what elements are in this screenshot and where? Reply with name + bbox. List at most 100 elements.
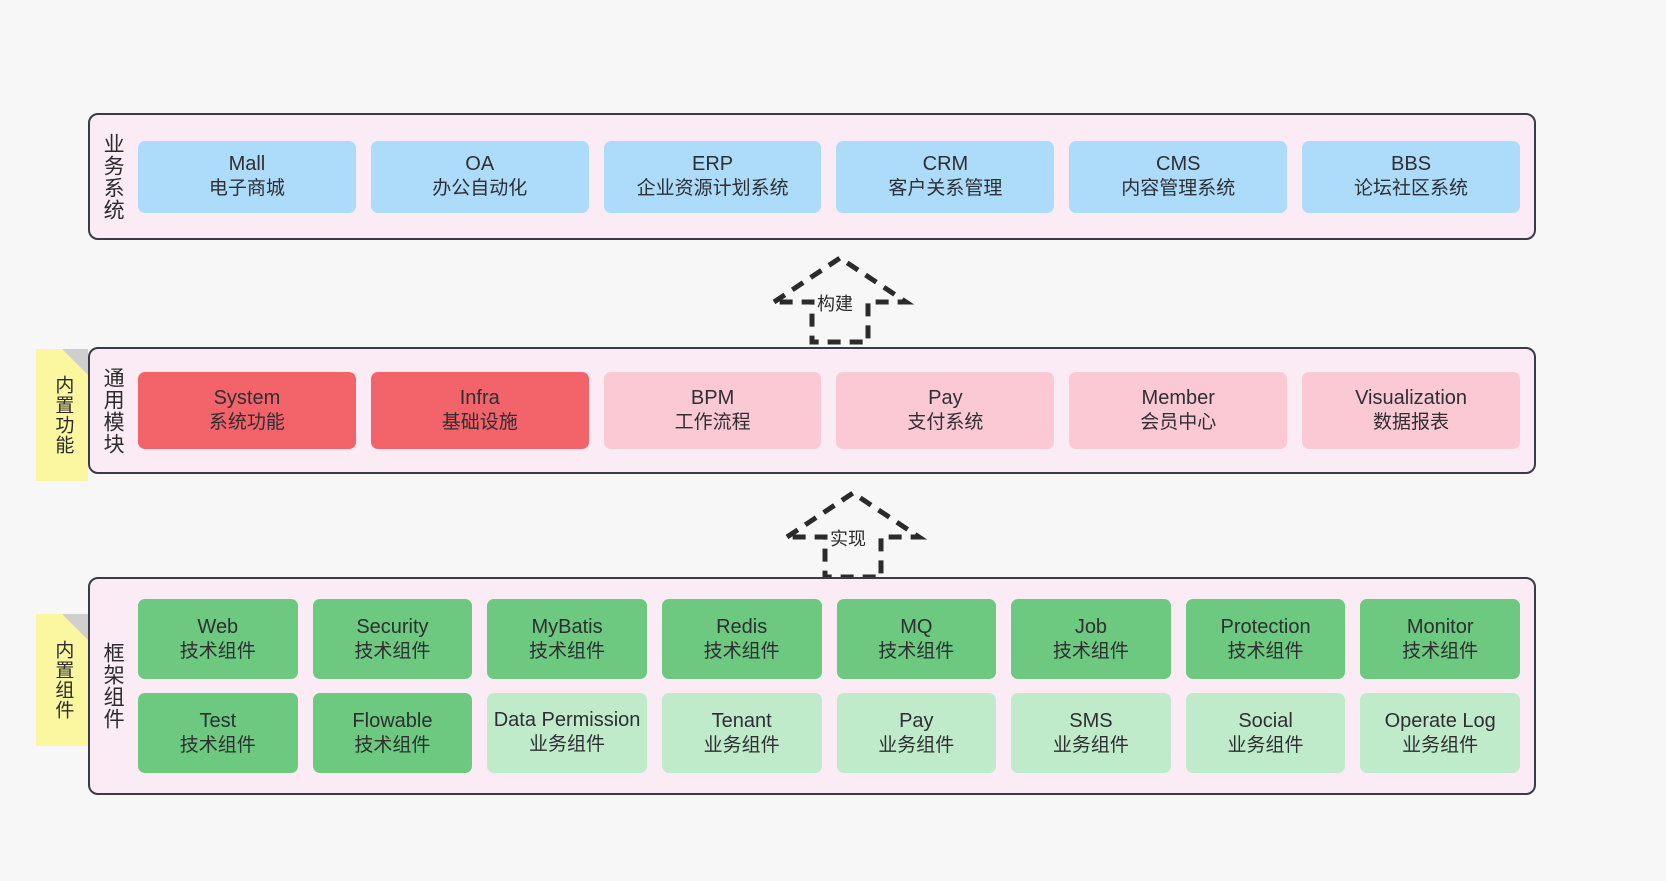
card-monitor[interactable]: Monitor 技术组件	[1360, 599, 1520, 679]
card-security-title: Security	[356, 615, 429, 638]
arrow-build-label: 构建	[817, 294, 853, 314]
business-card-row: Mall 电子商城 OA 办公自动化 ERP 企业资源计划系统 CRM 客户关系…	[138, 140, 1520, 213]
layer-common-modules: 通用模块 System 系统功能 Infra 基础设施 BPM 工作流程 Pay…	[88, 347, 1536, 474]
card-bbs[interactable]: BBS 论坛社区系统	[1302, 140, 1520, 213]
arrow-implement-label: 实现	[830, 529, 866, 549]
sticky-note-builtin-components: 内置组件	[36, 614, 88, 746]
card-crm-subtitle: 客户关系管理	[888, 178, 1003, 200]
card-redis-subtitle: 技术组件	[703, 640, 780, 662]
card-system-subtitle: 系统功能	[208, 412, 285, 434]
card-mq-title: MQ	[900, 615, 933, 638]
card-cms-subtitle: 内容管理系统	[1121, 178, 1236, 200]
layer-common-modules-label: 通用模块	[101, 366, 125, 455]
card-crm-title: CRM	[922, 153, 969, 176]
card-mall-title: Mall	[228, 153, 266, 176]
card-pay-module-title: Pay	[928, 387, 963, 410]
card-mq-subtitle: 技术组件	[878, 640, 955, 662]
card-sms-title: SMS	[1069, 709, 1113, 732]
card-pay-component-subtitle: 业务组件	[878, 734, 955, 756]
page-fold-icon	[62, 349, 88, 375]
card-bpm[interactable]: BPM 工作流程	[603, 372, 822, 449]
card-erp-title: ERP	[692, 153, 734, 176]
framework-biz-row: Test 技术组件 Flowable 技术组件 Data Permission …	[138, 693, 1520, 773]
card-oa-subtitle: 办公自动化	[432, 178, 528, 200]
card-mybatis[interactable]: MyBatis 技术组件	[487, 599, 647, 679]
card-flowable[interactable]: Flowable 技术组件	[312, 693, 473, 773]
layer-common-modules-body: System 系统功能 Infra 基础设施 BPM 工作流程 Pay 支付系统…	[134, 349, 1534, 472]
layer-business-system-label: 业务系统	[101, 132, 125, 221]
card-protection[interactable]: Protection 技术组件	[1185, 599, 1346, 679]
card-job[interactable]: Job 技术组件	[1011, 599, 1171, 679]
card-cms[interactable]: CMS 内容管理系统	[1069, 140, 1288, 213]
layer-business-system-body: Mall 电子商城 OA 办公自动化 ERP 企业资源计划系统 CRM 客户关系…	[134, 115, 1534, 238]
card-web-subtitle: 技术组件	[179, 640, 256, 662]
card-test[interactable]: Test 技术组件	[138, 693, 298, 773]
card-erp-subtitle: 企业资源计划系统	[636, 178, 789, 200]
card-infra-title: Infra	[459, 387, 500, 410]
card-tenant-subtitle: 业务组件	[703, 734, 780, 756]
card-operate-log[interactable]: Operate Log 业务组件	[1360, 693, 1520, 773]
card-tenant-title: Tenant	[711, 709, 772, 732]
card-job-subtitle: 技术组件	[1052, 640, 1129, 662]
card-redis-title: Redis	[716, 615, 768, 638]
card-protection-subtitle: 技术组件	[1227, 640, 1304, 662]
card-operate-log-subtitle: 业务组件	[1402, 734, 1479, 756]
card-security-subtitle: 技术组件	[354, 640, 431, 662]
sticky-note-builtin-components-label: 内置组件	[52, 640, 74, 720]
layer-business-system: 业务系统 Mall 电子商城 OA 办公自动化 ERP 企业资源计划系统 CRM…	[88, 113, 1536, 240]
card-flowable-title: Flowable	[352, 709, 433, 732]
card-web[interactable]: Web 技术组件	[138, 599, 298, 679]
card-data-permission[interactable]: Data Permission 业务组件	[487, 693, 647, 773]
card-data-permission-subtitle: 业务组件	[529, 733, 606, 755]
card-flowable-subtitle: 技术组件	[354, 734, 431, 756]
card-oa[interactable]: OA 办公自动化	[370, 140, 589, 213]
card-social-subtitle: 业务组件	[1227, 734, 1304, 756]
arrow-implement: 实现	[763, 487, 943, 582]
card-pay-module-subtitle: 支付系统	[907, 412, 984, 434]
card-infra-subtitle: 基础设施	[441, 412, 518, 434]
card-social[interactable]: Social 业务组件	[1185, 693, 1346, 773]
card-mybatis-title: MyBatis	[531, 615, 603, 638]
page-fold-icon	[62, 614, 88, 640]
card-bbs-title: BBS	[1391, 153, 1432, 176]
card-cms-title: CMS	[1156, 153, 1201, 176]
card-test-subtitle: 技术组件	[179, 734, 256, 756]
card-visualization-subtitle: 数据报表	[1373, 412, 1450, 434]
card-bbs-subtitle: 论坛社区系统	[1354, 178, 1469, 200]
card-tenant[interactable]: Tenant 业务组件	[661, 693, 822, 773]
card-member-title: Member	[1141, 387, 1215, 410]
card-mq[interactable]: MQ 技术组件	[836, 599, 997, 679]
card-infra[interactable]: Infra 基础设施	[370, 372, 589, 449]
card-social-title: Social	[1238, 709, 1293, 732]
framework-tech-row: Web 技术组件 Security 技术组件 MyBatis 技术组件 Redi…	[138, 599, 1520, 679]
card-member[interactable]: Member 会员中心	[1069, 372, 1288, 449]
card-visualization-title: Visualization	[1355, 387, 1468, 410]
card-mall-subtitle: 电子商城	[208, 178, 285, 200]
card-member-subtitle: 会员中心	[1140, 412, 1217, 434]
card-system-title: System	[213, 387, 281, 410]
sticky-note-builtin-features-label: 内置功能	[52, 375, 74, 455]
card-crm[interactable]: CRM 客户关系管理	[836, 140, 1055, 213]
card-test-title: Test	[199, 709, 237, 732]
card-monitor-subtitle: 技术组件	[1402, 640, 1479, 662]
card-sms-subtitle: 业务组件	[1052, 734, 1129, 756]
sticky-note-builtin-features: 内置功能	[36, 349, 88, 481]
card-data-permission-title: Data Permission	[493, 709, 641, 732]
card-sms[interactable]: SMS 业务组件	[1011, 693, 1171, 773]
card-security[interactable]: Security 技术组件	[312, 599, 473, 679]
modules-card-row: System 系统功能 Infra 基础设施 BPM 工作流程 Pay 支付系统…	[138, 372, 1520, 449]
card-operate-log-title: Operate Log	[1384, 709, 1496, 732]
card-pay-module[interactable]: Pay 支付系统	[836, 372, 1055, 449]
card-oa-title: OA	[465, 153, 495, 176]
arrow-build: 构建	[750, 252, 930, 347]
card-mall[interactable]: Mall 电子商城	[138, 140, 356, 213]
card-pay-component[interactable]: Pay 业务组件	[836, 693, 997, 773]
card-redis[interactable]: Redis 技术组件	[661, 599, 822, 679]
card-visualization[interactable]: Visualization 数据报表	[1302, 372, 1520, 449]
card-bpm-subtitle: 工作流程	[674, 412, 751, 434]
card-erp[interactable]: ERP 企业资源计划系统	[603, 140, 822, 213]
card-job-title: Job	[1074, 615, 1108, 638]
card-bpm-title: BPM	[690, 387, 735, 410]
card-system[interactable]: System 系统功能	[138, 372, 356, 449]
